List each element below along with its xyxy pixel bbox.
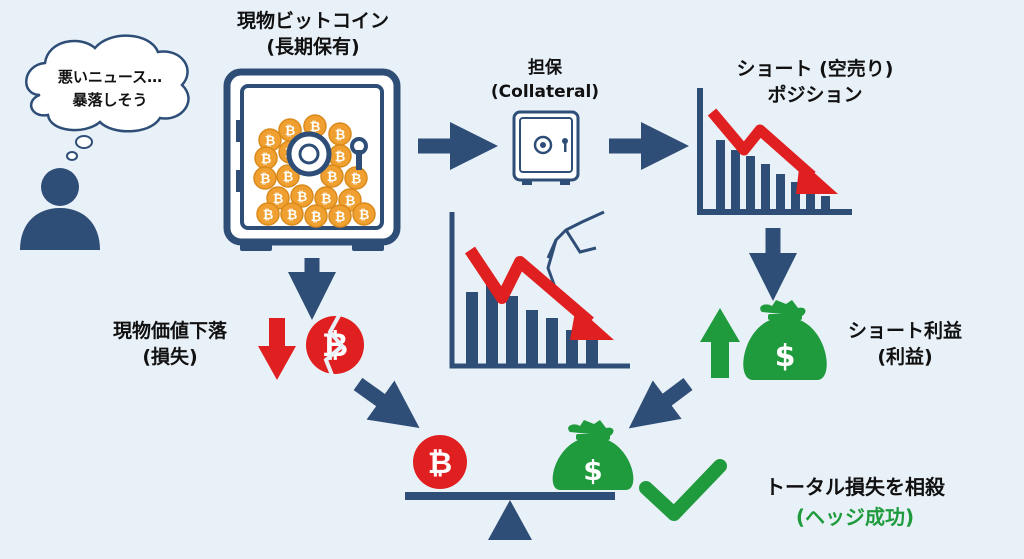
- bitcoin-coin-icon: [328, 204, 352, 228]
- short-position-label: ショート (空売り) ポジション: [700, 56, 930, 108]
- short-position-chart-icon: [697, 88, 852, 215]
- bitcoin-coin-glyph: ₿: [351, 172, 362, 187]
- bitcoin-coin-icon: [256, 202, 280, 226]
- bitcoin-coin-icon: [280, 202, 304, 226]
- safe-icon: ₿₿₿₿₿₿₿₿₿₿₿₿₿₿₿₿₿₿₿₿: [223, 68, 401, 251]
- bitcoin-coin-icon: [253, 166, 277, 190]
- bitcoin-coin-glyph: ₿: [345, 194, 356, 209]
- thought-bubble: [25, 34, 190, 161]
- thought-bubble-text: 悪いニュース… 暴落しそう: [40, 66, 180, 112]
- scale-bitcoin-icon: ₿: [413, 435, 467, 489]
- spot-line-2: (長期保有): [266, 36, 360, 58]
- bitcoin-coin-glyph: ₿: [327, 170, 338, 185]
- profit-label: ショート利益 (利益): [830, 318, 980, 370]
- balance-scale-icon: [405, 492, 615, 540]
- bitcoin-coin-glyph: ₿: [335, 210, 346, 225]
- svg-text:$: $: [583, 454, 602, 487]
- small-safe-icon: [512, 110, 580, 185]
- green-up-arrow-icon: [700, 308, 740, 378]
- bitcoin-coin-glyph: ₿: [297, 190, 308, 205]
- bitcoin-coin-icon: [290, 184, 314, 208]
- bitcoin-coin-glyph: ₿: [310, 120, 321, 135]
- bitcoin-coin-glyph: ₿: [285, 124, 296, 139]
- bitcoin-coin-glyph: ₿: [287, 208, 298, 223]
- bitcoin-coin-icon: [352, 202, 376, 226]
- loss-line-1: 現物価値下落: [112, 320, 227, 342]
- bitcoin-coin-glyph: ₿: [311, 210, 322, 225]
- thought-line-1: 悪いニュース…: [57, 68, 163, 86]
- money-bag-icon: $: [743, 300, 827, 380]
- thought-line-2: 暴落しそう: [72, 91, 148, 109]
- short-line-2: ポジション: [767, 84, 863, 106]
- svg-text:$: $: [775, 339, 796, 374]
- loss-line-2: (損失): [142, 346, 198, 368]
- check-icon: [639, 459, 727, 521]
- spot-bitcoin-label: 現物ビットコイン (長期保有): [208, 8, 418, 60]
- bitcoin-coin-glyph: ₿: [260, 172, 271, 187]
- arrow-profit-to-scale: [628, 378, 693, 429]
- bitcoin-coin-icon: [304, 204, 328, 228]
- result-line-1: トータル損失を相殺: [765, 475, 945, 499]
- scale-money-bag-icon: $: [552, 420, 634, 490]
- bitcoin-coin-glyph: ₿: [335, 128, 346, 143]
- collateral-label: 担保 (Collateral): [470, 56, 620, 104]
- short-line-1: ショート (空売り): [736, 58, 894, 80]
- bitcoin-coin-glyph: ₿: [265, 134, 276, 149]
- collateral-line-2: (Collateral): [490, 82, 600, 102]
- spot-line-1: 現物ビットコイン: [236, 10, 389, 32]
- bitcoin-coin-glyph: ₿: [273, 192, 284, 207]
- bitcoin-coin-glyph: ₿: [321, 192, 332, 207]
- result-label: トータル損失を相殺 (ヘッジ成功): [730, 472, 980, 532]
- bitcoin-coin-icon: [314, 186, 338, 210]
- bitcoin-coin-icon: [320, 164, 344, 188]
- bitcoin-coin-glyph: ₿: [263, 208, 274, 223]
- profit-line-1: ショート利益: [847, 320, 962, 342]
- loss-label: 現物価値下落 (損失): [95, 318, 245, 370]
- bitcoin-coin-glyph: ₿: [261, 152, 272, 167]
- bitcoin-coin-glyph: ₿: [359, 208, 370, 223]
- person-icon: [20, 168, 100, 250]
- bitcoin-coin-glyph: ₿: [335, 150, 346, 165]
- red-down-arrow-icon: [258, 318, 296, 380]
- broken-bitcoin-icon: ₿: [306, 309, 364, 381]
- collateral-line-1: 担保: [528, 58, 562, 78]
- result-line-2: (ヘッジ成功): [795, 505, 915, 529]
- bitcoin-coin-glyph: ₿: [283, 170, 294, 185]
- bitcoin-coin-icon: [276, 164, 300, 188]
- arrow-loss-to-scale: [353, 377, 420, 428]
- svg-text:₿: ₿: [428, 446, 452, 481]
- market-crash-chart-icon: [449, 210, 630, 369]
- profit-line-2: (利益): [877, 346, 933, 368]
